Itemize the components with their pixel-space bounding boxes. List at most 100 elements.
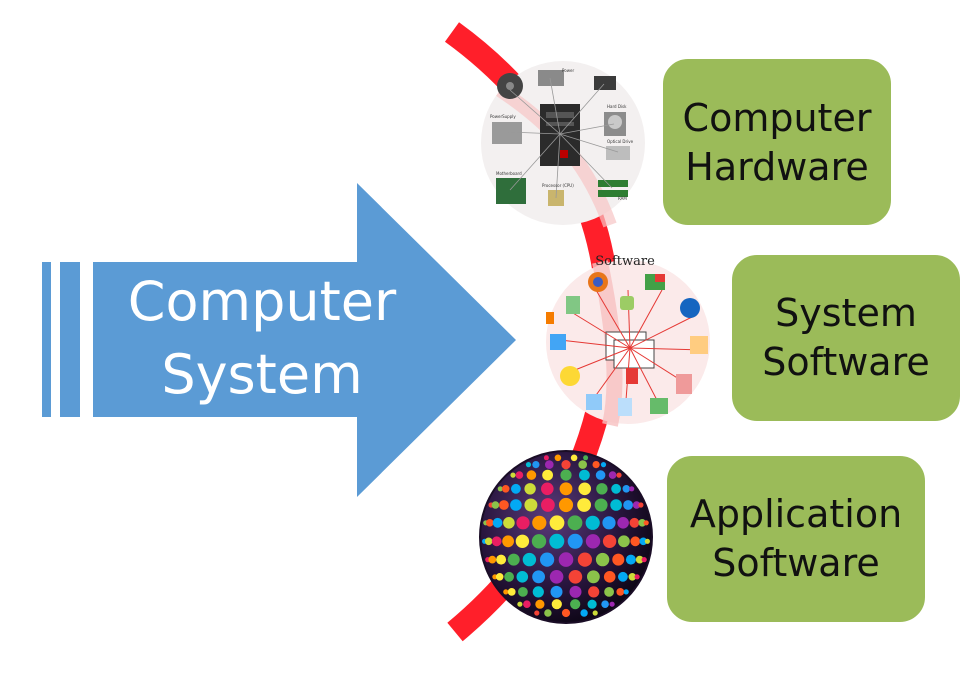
app-icon-dot — [601, 600, 609, 608]
app-icon-dot — [549, 533, 565, 549]
spreadsheet-icon — [566, 296, 580, 314]
hw-label-harddisk: Hard Disk — [607, 104, 627, 109]
app-icon-dot — [503, 517, 515, 529]
system-software-line2: Software — [762, 340, 930, 384]
app-icon-dot — [585, 534, 601, 549]
app-icon-dot — [541, 498, 555, 512]
picasa-icon — [560, 366, 580, 386]
app-icon-dot — [623, 500, 633, 510]
app-icon-dot — [612, 553, 625, 566]
optical-drive-icon — [606, 146, 630, 160]
software-image: Software — [546, 254, 710, 427]
app-icon-dot — [545, 460, 554, 469]
app-icon-dot — [609, 601, 615, 607]
app-icon-dot — [560, 469, 572, 481]
app-icon-dot — [549, 570, 564, 584]
app-icon-dot — [608, 471, 617, 479]
app-icon-dot — [580, 609, 588, 617]
app-icon-dot — [644, 538, 651, 544]
app-icon-dot — [540, 552, 555, 567]
app-icon-dot — [524, 498, 538, 512]
app-icon-dot — [602, 516, 616, 530]
app-icon-dot — [559, 482, 573, 496]
app-icon-dot — [594, 498, 608, 512]
app-icon-dot — [488, 555, 497, 564]
ram-icon — [598, 180, 628, 187]
app-icon-dot — [578, 460, 587, 469]
vlc-icon — [546, 312, 554, 324]
app-icon-dot — [622, 485, 631, 493]
app-icon-dot — [618, 535, 630, 548]
app-icon-dot — [568, 570, 583, 584]
app-icon-dot — [561, 608, 571, 618]
app-icon-dot — [515, 534, 530, 548]
app-icon-dot — [518, 587, 528, 597]
app-icon-dot — [550, 585, 563, 598]
app-icon-dot — [635, 555, 644, 564]
app-icon-dot — [558, 497, 574, 513]
app-icon-dot — [592, 610, 598, 616]
calendar-icon — [690, 336, 708, 354]
app-icon-dot — [567, 533, 583, 549]
app-icon-dot — [600, 462, 607, 468]
app-icon-dot — [507, 588, 516, 596]
app-icon-dot — [532, 515, 547, 530]
app-icon-dot — [630, 536, 641, 547]
folder-icon — [650, 398, 668, 414]
app-icon-dot — [497, 486, 503, 492]
app-icon-dot — [511, 483, 521, 494]
hw-label-cpu: Processor (CPU) — [542, 183, 574, 188]
app-icon-dot — [577, 498, 591, 512]
app-icon-dot — [522, 552, 537, 567]
app-icon-dot — [517, 601, 523, 607]
app-icon-dot — [541, 482, 554, 496]
app-icon-dots — [482, 454, 651, 618]
app-icon-dot — [516, 516, 530, 530]
app-icon-dot — [543, 455, 549, 461]
app-icon-dot — [534, 610, 540, 616]
windows-icon — [550, 334, 566, 350]
app-icon-dot — [618, 571, 628, 582]
system-software-box: System Software — [730, 253, 962, 423]
computer-hardware-box: Computer Hardware — [661, 57, 893, 227]
hw-label-ram: RAM — [618, 196, 627, 201]
app-icon-dot — [569, 585, 582, 598]
computer-system-arrow: Computer System — [42, 183, 516, 497]
app-icon-dot — [504, 571, 514, 582]
app-icon-dot — [544, 609, 552, 617]
app-icon-dot — [639, 537, 648, 546]
app-icon-dot — [535, 599, 545, 609]
hardware-image: Power Hard Disk PowerSupply Optical Driv… — [481, 61, 645, 228]
app-icon-dot — [554, 454, 562, 462]
app-icon-dot — [551, 599, 562, 610]
app-icon-dot — [585, 515, 600, 530]
app-icon-dot — [604, 587, 614, 597]
app-icon-dot — [588, 586, 600, 598]
app-icon-dot — [532, 570, 545, 584]
hw-label-powersupply: PowerSupply — [490, 114, 516, 119]
arrow-body — [93, 183, 516, 497]
app-icon-dot — [579, 469, 590, 481]
app-icon-dot — [570, 599, 581, 610]
app-icon-dot — [526, 470, 537, 480]
computer-hardware-line1: Computer — [683, 96, 872, 140]
app-icon-dot — [629, 517, 640, 528]
doc-icon — [618, 398, 632, 416]
app-icon-dot — [638, 519, 646, 527]
app-icon-dot — [486, 519, 494, 527]
app-icon-dot — [496, 554, 507, 565]
app-icon-dot — [641, 557, 647, 563]
app-icon-dot — [578, 482, 591, 496]
application-software-line2: Software — [712, 541, 880, 585]
app-icon-dot — [561, 460, 571, 470]
app-icon-dot — [558, 552, 574, 567]
app-icon-dot — [532, 586, 544, 598]
app-icon-dot — [492, 517, 503, 528]
hw-label-motherboard: Motherboard — [496, 171, 522, 176]
app-icon-dot — [617, 517, 629, 529]
app-icon-dot — [524, 483, 536, 495]
app-icon-dot — [549, 515, 565, 531]
power-supply-icon — [492, 122, 522, 144]
app-icon-dot — [484, 537, 493, 546]
application-software-line1: Application — [690, 492, 902, 536]
